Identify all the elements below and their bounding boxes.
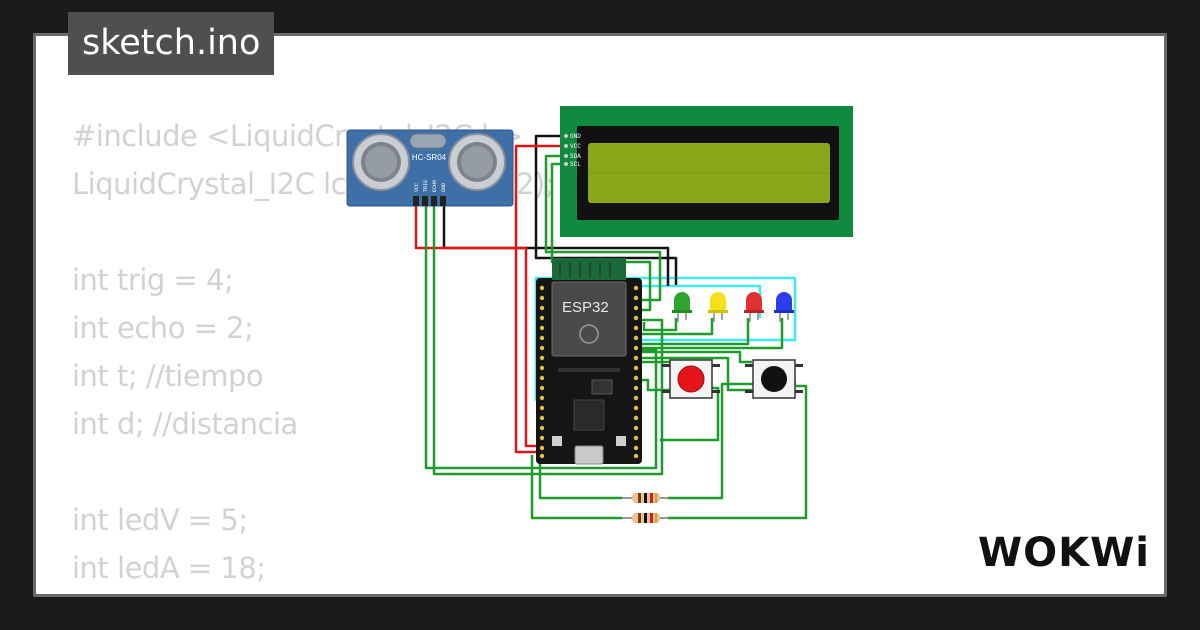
esp32-board[interactable]: ESP32 bbox=[536, 258, 642, 465]
file-title[interactable]: sketch.ino bbox=[68, 12, 275, 75]
lcd-pin-header: GND VCC SDA SCL bbox=[564, 133, 581, 168]
wire-green-btn2-out bbox=[668, 384, 808, 520]
lcd-pin-vcc: VCC bbox=[570, 143, 581, 150]
wire-green-led3 bbox=[640, 318, 750, 346]
wire-cyan-leds bbox=[640, 284, 762, 318]
lcd-pin-gnd: GND bbox=[570, 133, 581, 140]
wire-green-trig bbox=[424, 205, 658, 470]
code-line: int echo = 2; bbox=[72, 311, 254, 345]
wire-green-led2 bbox=[640, 318, 714, 336]
wire-green-echo bbox=[432, 205, 664, 476]
resistor-1[interactable] bbox=[622, 493, 668, 503]
wokwi-logo-text: WOKWi bbox=[978, 530, 1150, 576]
wire-red-vcc-lcd bbox=[514, 144, 566, 454]
sensor-pin-echo: ECHO bbox=[432, 180, 438, 192]
led-yellow[interactable] bbox=[708, 292, 728, 322]
wires bbox=[414, 134, 808, 520]
wire-green-sda bbox=[544, 154, 662, 302]
sensor-transducer-right bbox=[448, 133, 506, 191]
wire-green-led1 bbox=[642, 318, 678, 332]
wire-green-btn2 bbox=[640, 350, 752, 364]
esp32-pins-left bbox=[539, 285, 545, 459]
sensor-pin-vcc: VCC bbox=[414, 183, 420, 192]
code-line: int t; //tiempo bbox=[72, 359, 264, 393]
code-line: int trig = 4; bbox=[72, 263, 234, 297]
sensor-transducer-left bbox=[352, 133, 410, 191]
wire-green-res2 bbox=[530, 455, 622, 520]
push-button-red[interactable] bbox=[662, 359, 720, 399]
wire-black-gnd-lcd bbox=[534, 134, 678, 285]
lcd-display[interactable]: GND VCC SDA SCL bbox=[560, 106, 853, 237]
led-blue[interactable] bbox=[774, 292, 794, 322]
esp32-pins-right bbox=[633, 285, 639, 459]
code-line: int d; //distancia bbox=[72, 407, 298, 441]
code-line: int ledV = 5; bbox=[72, 503, 248, 537]
sensor-pin-gnd: GND bbox=[441, 183, 447, 192]
esp32-label: ESP32 bbox=[562, 299, 609, 316]
wire-green-res1 bbox=[538, 455, 622, 500]
code-line: int ledA = 18; bbox=[72, 551, 266, 585]
wire-red-sensor-vcc bbox=[414, 205, 542, 448]
wokwi-logo[interactable]: WOKWi bbox=[978, 528, 1150, 576]
push-button-black[interactable] bbox=[745, 359, 803, 399]
ultrasonic-sensor[interactable]: HC-SR04 VCC TRIG ECHO GND bbox=[346, 129, 514, 207]
wire-black-sensor-gnd bbox=[442, 205, 670, 286]
led-green[interactable] bbox=[672, 292, 692, 322]
wire-green-btn1-out bbox=[660, 386, 720, 442]
sensor-label: HC-SR04 bbox=[412, 153, 447, 162]
wire-green-btn2b bbox=[640, 356, 752, 392]
sensor-pin-trig: TRIG bbox=[423, 180, 429, 192]
resistor-2[interactable] bbox=[622, 513, 668, 523]
led-red[interactable] bbox=[744, 292, 764, 322]
lcd-pin-scl: SCL bbox=[570, 161, 581, 168]
wire-cyan-btn bbox=[640, 318, 797, 342]
wire-green-led4 bbox=[640, 318, 784, 350]
wire-cyan-top bbox=[534, 276, 797, 318]
lcd-pin-sda: SDA bbox=[570, 153, 581, 160]
